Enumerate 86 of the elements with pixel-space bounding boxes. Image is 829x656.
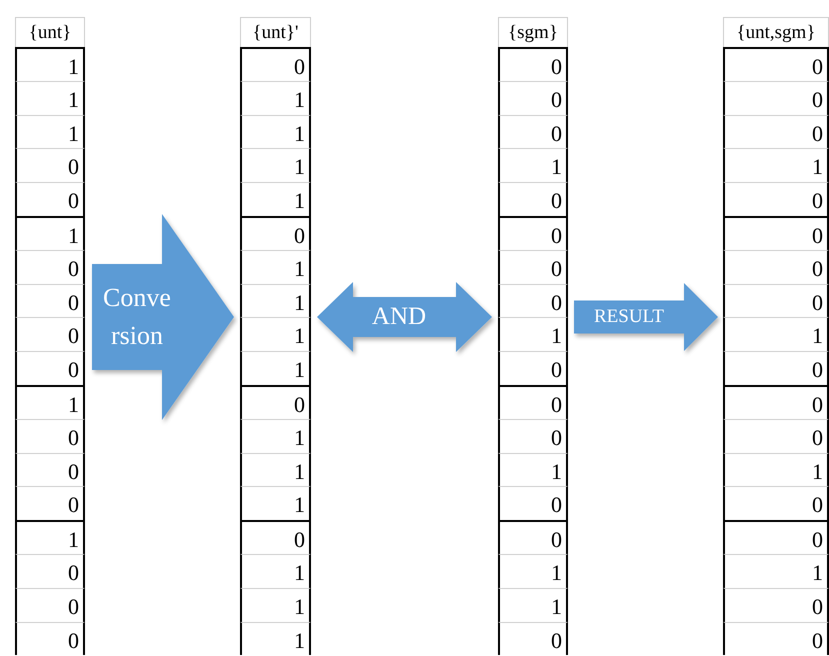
- table-cell: 1: [240, 114, 311, 148]
- table-column: [498, 17, 568, 656]
- edge-label: RESULT: [594, 305, 664, 329]
- table-cell: 1: [240, 148, 311, 182]
- table-cell: 1: [723, 452, 829, 486]
- table-cell: 0: [498, 385, 568, 419]
- table-cell: 0: [15, 317, 85, 352]
- table-cell: 1: [723, 317, 829, 352]
- table-cell: 0: [723, 486, 829, 520]
- table-cell: 0: [15, 250, 85, 284]
- table-cell: 0: [723, 385, 829, 419]
- table-cell: 0: [15, 622, 85, 656]
- table-cell: 0: [15, 284, 85, 318]
- table-cell: 0: [240, 520, 311, 554]
- block-arrow: [92, 214, 234, 420]
- table-cell: 1: [15, 80, 85, 115]
- table-cell: 0: [723, 418, 829, 453]
- table-cell: 1: [498, 317, 568, 352]
- table-column: [15, 17, 85, 656]
- table-cell: 1: [498, 554, 568, 588]
- table-cell: 1: [15, 520, 85, 554]
- column-header: {unt,sgm}: [723, 17, 829, 47]
- table-cell: 0: [240, 47, 311, 81]
- table-cell: 0: [723, 622, 829, 656]
- column-header: {sgm}: [498, 17, 568, 47]
- table-cell: 1: [240, 284, 311, 318]
- table-cell: 0: [498, 114, 568, 148]
- table-cell: 0: [498, 486, 568, 520]
- table-cell: 0: [723, 520, 829, 554]
- table-cell: 1: [240, 250, 311, 284]
- table-cell: 0: [498, 418, 568, 453]
- table-cell: 1: [240, 452, 311, 486]
- table-cell: 1: [240, 588, 311, 622]
- table-cell: 0: [15, 148, 85, 182]
- table-cell: 1: [723, 554, 829, 588]
- table-cell: 0: [15, 182, 85, 216]
- table-column: [240, 17, 311, 656]
- table-cell: 1: [723, 148, 829, 182]
- table-cell: 1: [15, 47, 85, 81]
- table-cell: 0: [240, 216, 311, 250]
- table-cell: 1: [240, 486, 311, 520]
- table-cell: 1: [240, 554, 311, 588]
- table-cell: 0: [498, 351, 568, 385]
- table-cell: 0: [723, 182, 829, 216]
- table-cell: 1: [240, 317, 311, 352]
- table-cell: 0: [723, 80, 829, 115]
- table-cell: 0: [498, 622, 568, 656]
- table-cell: 1: [15, 114, 85, 148]
- table-cell: 1: [240, 622, 311, 656]
- table-cell: 1: [498, 452, 568, 486]
- table-cell: 0: [15, 486, 85, 520]
- edge-label: Conve rsion: [102, 282, 172, 352]
- table-cell: 0: [498, 284, 568, 318]
- table-cell: 0: [723, 588, 829, 622]
- table-column: [723, 17, 829, 656]
- table-cell: 1: [240, 351, 311, 385]
- edge-label: AND: [372, 302, 426, 332]
- table-cell: 0: [15, 351, 85, 385]
- table-cell: 0: [498, 250, 568, 284]
- table-cell: 0: [723, 284, 829, 318]
- table-cell: 0: [498, 80, 568, 115]
- table-cell: 1: [498, 148, 568, 182]
- table-cell: 0: [723, 250, 829, 284]
- table-cell: 1: [240, 182, 311, 216]
- table-cell: 0: [15, 554, 85, 588]
- table-cell: 0: [723, 351, 829, 385]
- table-cell: 0: [498, 182, 568, 216]
- table-cell: 1: [15, 385, 85, 419]
- table-cell: 0: [498, 216, 568, 250]
- block-arrow: [574, 283, 718, 351]
- table-cell: 0: [240, 385, 311, 419]
- table-cell: 1: [498, 588, 568, 622]
- column-header: {unt}': [240, 17, 311, 47]
- table-cell: 0: [15, 452, 85, 486]
- table-cell: 0: [15, 588, 85, 622]
- table-cell: 0: [15, 418, 85, 453]
- table-cell: 0: [498, 47, 568, 81]
- column-header: {unt}: [15, 17, 85, 47]
- table-cell: 1: [240, 418, 311, 453]
- table-cell: 0: [723, 47, 829, 81]
- table-cell: 1: [240, 80, 311, 115]
- table-cell: 1: [15, 216, 85, 250]
- block-arrow: [317, 282, 492, 352]
- table-cell: 0: [723, 114, 829, 148]
- table-cell: 0: [498, 520, 568, 554]
- table-cell: 0: [723, 216, 829, 250]
